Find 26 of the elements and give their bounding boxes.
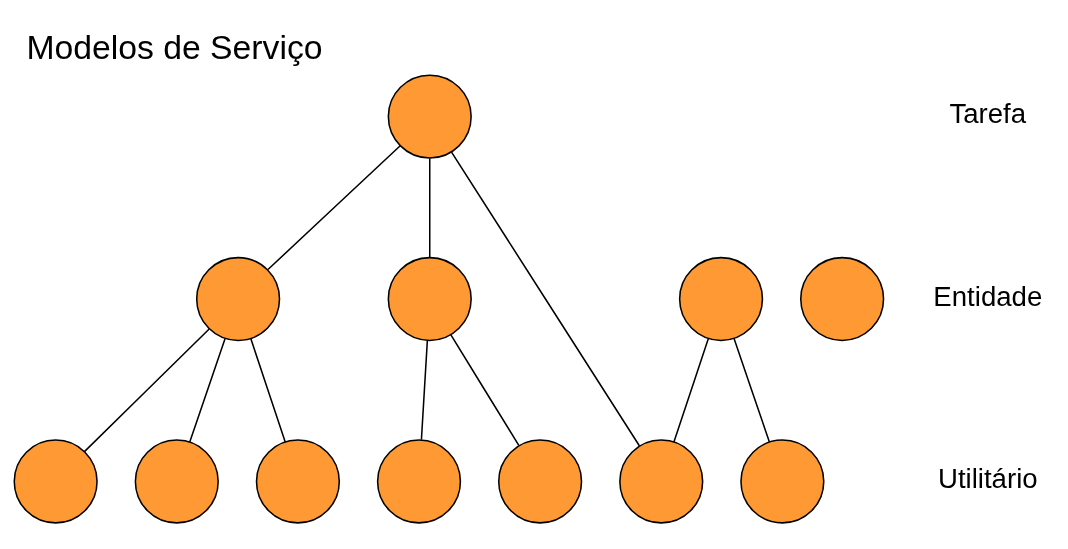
connector bbox=[450, 151, 641, 447]
node-circle bbox=[376, 439, 462, 524]
node-circle bbox=[387, 256, 472, 342]
connector bbox=[733, 337, 771, 443]
connector bbox=[429, 157, 431, 259]
node-circle bbox=[255, 439, 341, 524]
node-circle bbox=[387, 74, 472, 159]
connector bbox=[250, 337, 286, 443]
connector bbox=[83, 328, 210, 453]
node-circle bbox=[740, 439, 825, 524]
node-circle bbox=[497, 439, 583, 524]
diagram-title: Modelos de Serviço bbox=[26, 28, 323, 67]
node-circle bbox=[134, 439, 219, 524]
node-circle bbox=[800, 256, 885, 342]
connector bbox=[450, 333, 520, 447]
label: Entidade bbox=[933, 280, 1043, 312]
node-circle bbox=[13, 439, 98, 524]
connector bbox=[189, 337, 226, 443]
connector bbox=[267, 145, 401, 271]
connector bbox=[420, 339, 429, 441]
node-circle bbox=[678, 256, 764, 342]
label: Tarefa bbox=[949, 98, 1027, 130]
node-circle bbox=[195, 256, 281, 342]
node-circle bbox=[619, 439, 704, 524]
connector bbox=[673, 337, 710, 443]
label: Utilitário bbox=[938, 463, 1038, 495]
